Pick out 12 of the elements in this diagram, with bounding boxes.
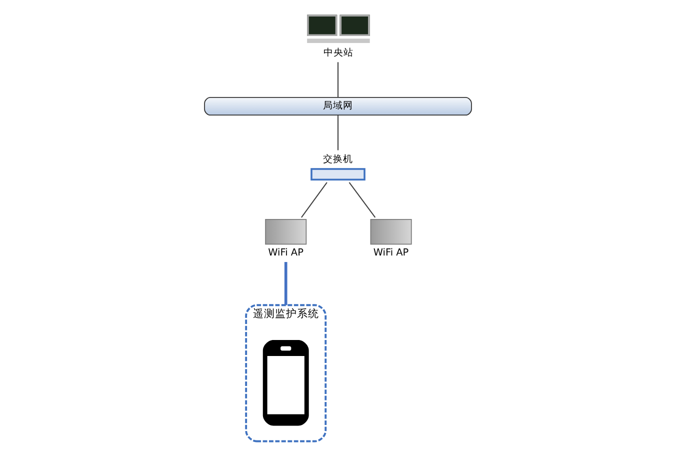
connector xyxy=(336,62,338,98)
connector xyxy=(336,115,338,150)
node-label: WiFi AP xyxy=(372,247,408,258)
connector xyxy=(300,182,327,218)
node-label: 中央站 xyxy=(322,47,353,58)
node-picture xyxy=(262,340,308,426)
node-box: 局域网 xyxy=(204,96,472,116)
connector xyxy=(348,182,376,218)
node-label: WiFi AP xyxy=(268,247,303,258)
node-label: 交换机 xyxy=(322,154,352,165)
cluster: 遥测监护系统 xyxy=(244,304,326,442)
connector xyxy=(284,262,287,306)
